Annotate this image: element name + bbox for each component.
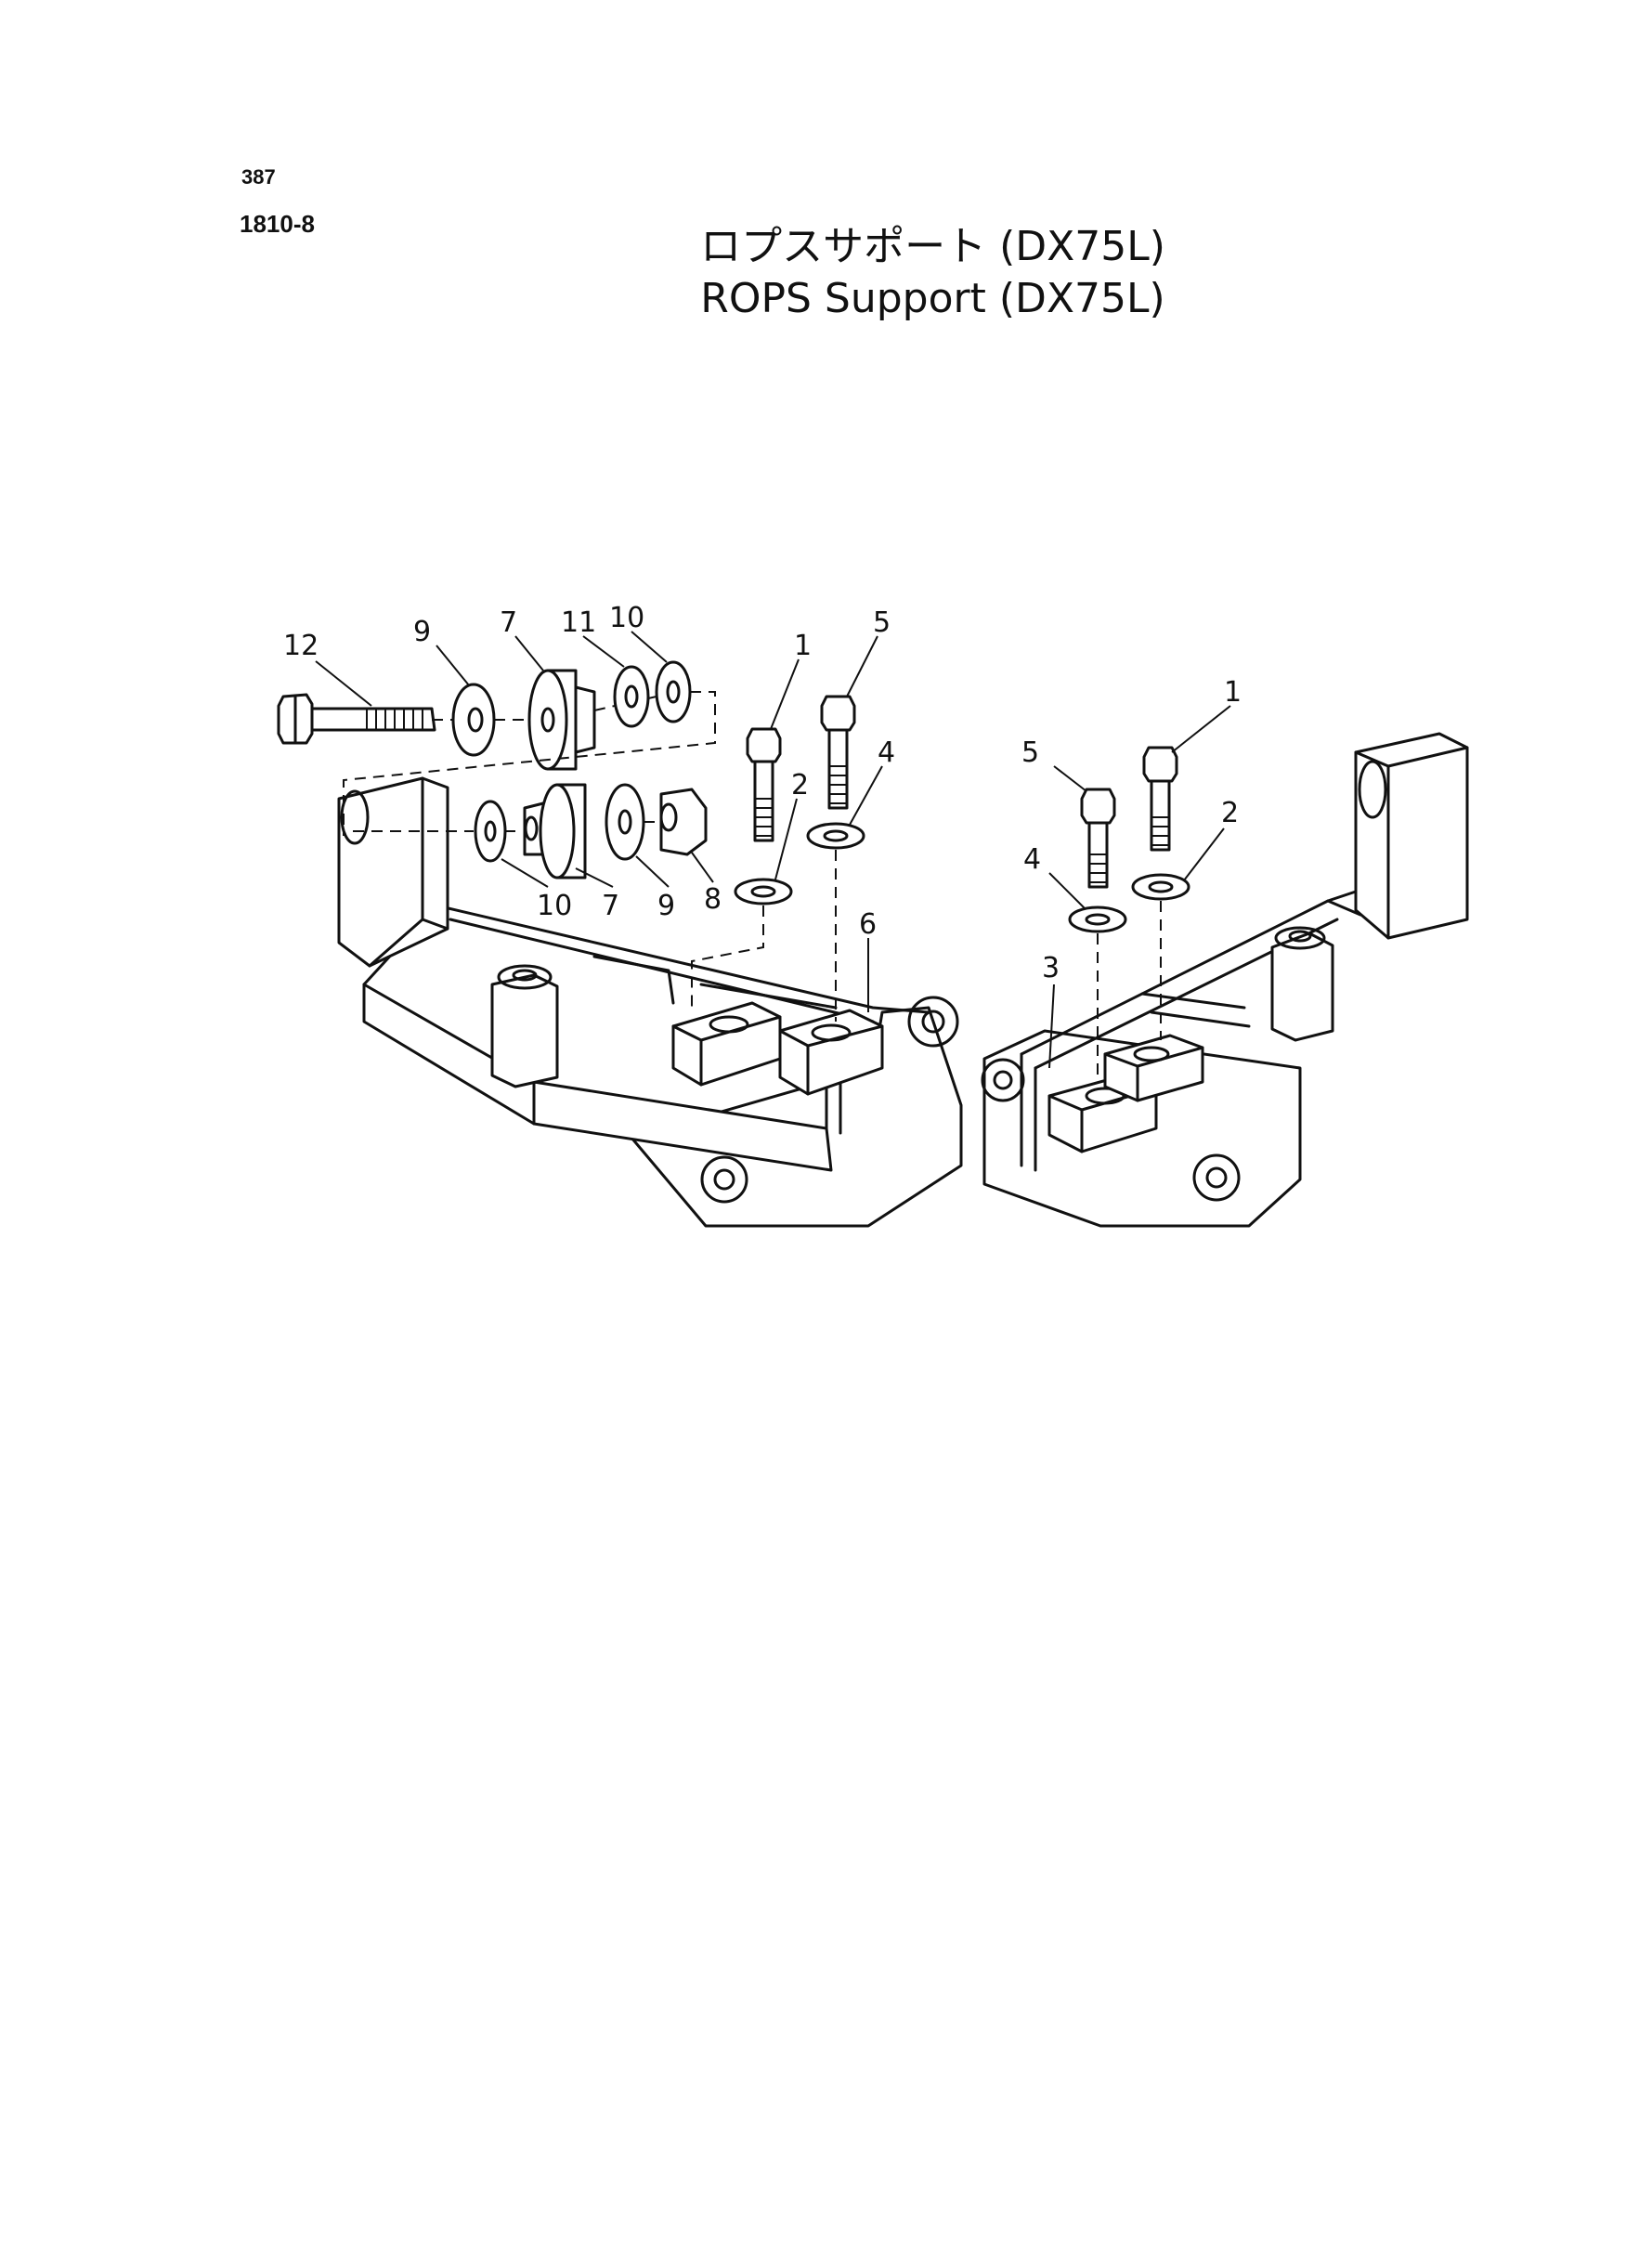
callout-6: 6 bbox=[859, 908, 877, 941]
callout-10-mid: 10 bbox=[537, 890, 572, 922]
callout-9-mid: 9 bbox=[657, 890, 675, 922]
right-bracket bbox=[981, 732, 1469, 1228]
callout-10-top: 10 bbox=[609, 602, 644, 634]
left-vertical-bolts bbox=[691, 695, 865, 1022]
callout-7-top: 7 bbox=[500, 606, 517, 639]
right-vertical-bolts bbox=[1068, 746, 1190, 1082]
callout-7-mid: 7 bbox=[602, 890, 619, 922]
callout-labels: 12 9 7 11 10 1 5 2 4 10 7 9 8 6 1 5 4 2 … bbox=[283, 602, 1242, 984]
middle-hardware-row bbox=[353, 783, 708, 879]
callout-4-left: 4 bbox=[878, 736, 895, 769]
callout-1-left: 1 bbox=[794, 630, 812, 662]
callout-3: 3 bbox=[1042, 952, 1060, 984]
callout-5-right: 5 bbox=[1021, 736, 1039, 769]
figure-number: 1810-8 bbox=[240, 210, 315, 238]
callout-8: 8 bbox=[704, 883, 722, 916]
callout-2-right: 2 bbox=[1221, 797, 1239, 829]
callout-4-right: 4 bbox=[1023, 843, 1041, 876]
left-bracket bbox=[337, 776, 963, 1228]
top-hardware-row bbox=[277, 660, 716, 836]
callout-12: 12 bbox=[283, 630, 319, 662]
leader-lines bbox=[315, 631, 1231, 1069]
title-english: ROPS Support (DX75L) bbox=[700, 275, 1165, 322]
callout-1-right: 1 bbox=[1224, 676, 1242, 709]
callout-5-left: 5 bbox=[873, 606, 891, 639]
callout-2-left: 2 bbox=[791, 769, 809, 801]
callout-11: 11 bbox=[561, 606, 596, 639]
page-number: 387 bbox=[241, 165, 276, 189]
callout-9-top: 9 bbox=[413, 616, 431, 648]
title-japanese: ロプスサポート (DX75L) bbox=[700, 223, 1165, 270]
